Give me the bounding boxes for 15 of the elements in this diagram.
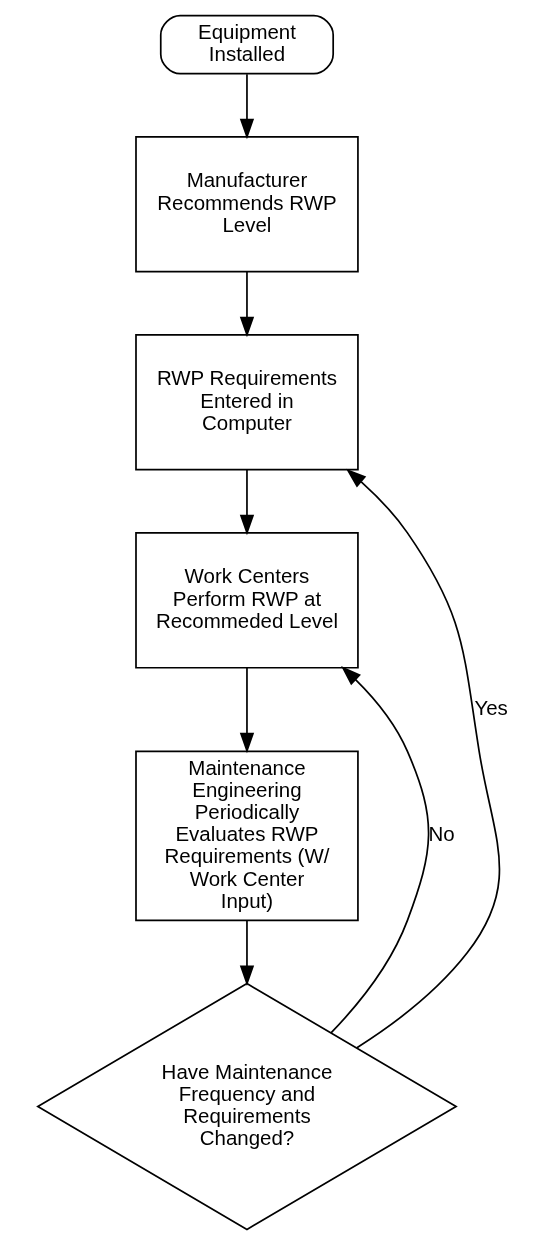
arrow	[239, 73, 255, 140]
arrow	[239, 919, 255, 987]
arrow	[239, 469, 255, 536]
arrow	[239, 667, 255, 754]
arrow	[346, 468, 501, 1049]
node-box: RWP Requirements Entered in Computer	[135, 333, 359, 471]
arrow	[330, 666, 430, 1034]
node-box: Equipment Installed	[159, 14, 335, 75]
node-box: Maintenance Engineering Periodically Evaluates RWP Requirements (W/ Work Center Input)	[135, 750, 359, 922]
edge-label: No	[428, 822, 455, 846]
edge-label: Yes	[474, 695, 508, 719]
arrow	[239, 270, 255, 338]
node-diamond: Have Maintenance Frequency and Requirements Changed?	[36, 982, 458, 1231]
node-box: Manufacturer Recommends RWP Level	[135, 135, 359, 273]
node-box: Work Centers Perform RWP at Recommeded Level	[135, 532, 359, 669]
